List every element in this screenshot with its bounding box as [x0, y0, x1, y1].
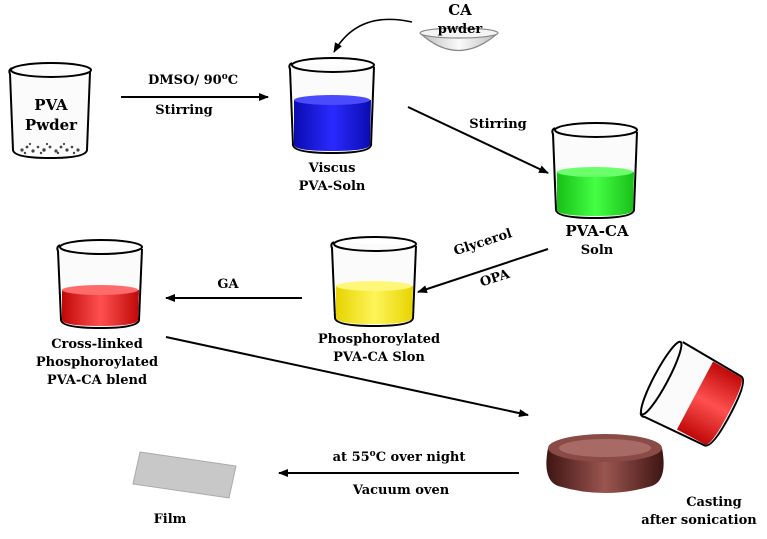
arrow-to-casting: [165, 336, 529, 418]
film-label: Film: [154, 512, 187, 527]
beaker-pouring: [639, 340, 745, 447]
pva-powder-label-line1: PVA: [34, 96, 68, 114]
arrow-dmso-bottom-label: Stirring: [155, 103, 213, 118]
beaker-pva-ca: PVA-CA Soln: [551, 122, 638, 258]
arrow-dmso: DMSO/ 90oC Stirring: [121, 72, 269, 118]
ca-powder-bowl: CA pwder: [419, 1, 499, 52]
arrow-stirring-2-label: Stirring: [469, 117, 527, 132]
arrow-ca-addition: [333, 18, 413, 53]
arrow-vacuum-top-label: at 55oC over night: [333, 449, 466, 465]
pva-ca-label-line1: PVA-CA: [565, 222, 629, 240]
arrow-vacuum-oven: at 55oC over night Vacuum oven: [278, 449, 519, 498]
film: Film: [132, 451, 237, 527]
casting-dish: Casting after sonication: [546, 434, 757, 528]
powder-particles: [20, 142, 80, 155]
phos-label-line1: Phosphoroylated: [318, 332, 440, 347]
arrow-vacuum-bottom-label: Vacuum oven: [352, 483, 450, 498]
casting-label-line1: Casting: [686, 495, 742, 510]
crosslinked-label-line3: PVA-CA blend: [47, 373, 147, 388]
arrow-glycerol-top-label: Glycerol: [452, 226, 514, 259]
ca-powder-label-line2: pwder: [438, 22, 483, 37]
pva-powder-label-line2: Pwder: [25, 116, 78, 134]
arrow-glycerol: Glycerol OPA: [417, 226, 549, 293]
ca-powder-label-line1: CA: [448, 1, 472, 19]
beaker-phosphoroylated: Phosphoroylated PVA-CA Slon: [318, 236, 440, 365]
phos-label-line2: PVA-CA Slon: [333, 350, 425, 365]
beaker-crosslinked: Cross-linked Phosphoroylated PVA-CA blen…: [36, 239, 158, 388]
arrow-ga: GA: [165, 277, 302, 302]
viscous-label-line1: Viscus: [308, 161, 356, 176]
casting-label-line2: after sonication: [641, 513, 757, 528]
viscous-label-line2: PVA-Soln: [299, 179, 366, 194]
beaker-pva-powder: PVA Pwder: [8, 62, 92, 160]
arrow-dmso-top-label: DMSO/ 90oC: [148, 72, 238, 88]
arrow-ga-label: GA: [217, 277, 239, 292]
pva-ca-label-line2: Soln: [581, 243, 614, 258]
crosslinked-label-line2: Phosphoroylated: [36, 355, 158, 370]
beaker-viscous-pva: Viscus PVA-Soln: [288, 57, 375, 194]
crosslinked-label-line1: Cross-linked: [51, 337, 143, 352]
arrow-stirring-2: Stirring: [407, 106, 549, 174]
